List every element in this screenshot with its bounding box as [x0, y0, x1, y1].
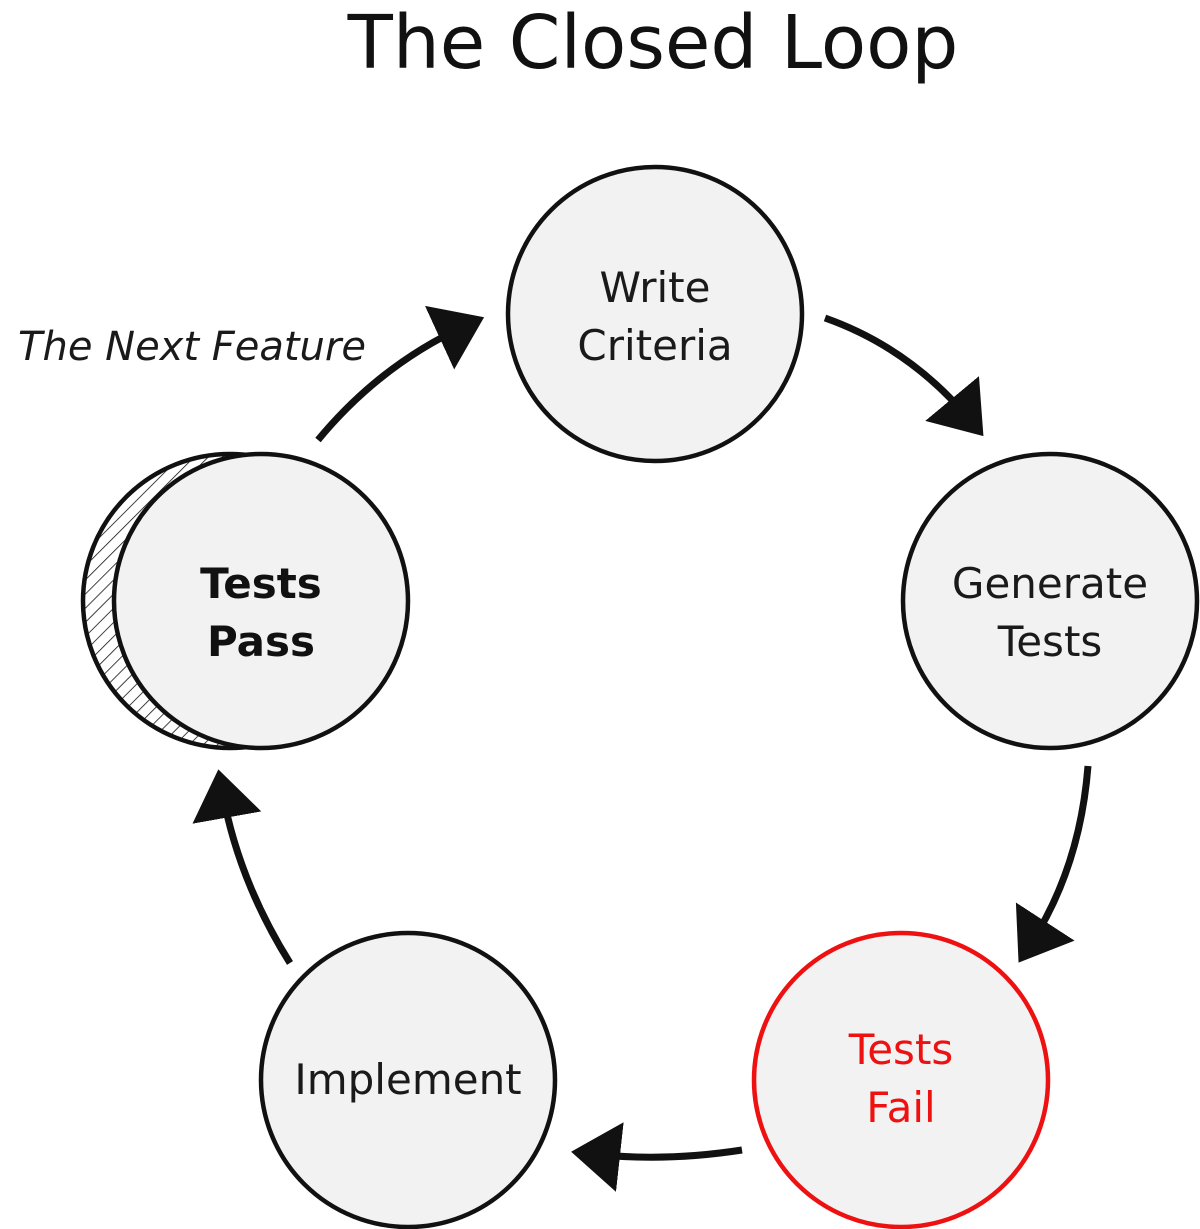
- arrow-next-feature-to-write-criteria: [315, 305, 485, 443]
- node-write-criteria-line2: Criteria: [577, 321, 732, 370]
- node-tests-fail-line2: Fail: [866, 1083, 935, 1132]
- node-tests-fail-line1: Tests: [848, 1025, 954, 1074]
- arrow-implement-to-tests-pass: [192, 769, 293, 965]
- arrow-generate-tests-to-tests-fail: [1015, 765, 1092, 963]
- node-generate-tests-line2: Tests: [997, 617, 1103, 666]
- arrow-tests-fail-to-implement: [571, 1122, 743, 1192]
- node-tests-pass: Tests Pass: [80, 451, 411, 751]
- node-tests-pass-line1: Tests: [200, 559, 322, 608]
- node-write-criteria-line1: Write: [600, 263, 711, 312]
- diagram-title: The Closed Loop: [347, 0, 959, 86]
- arrow-write-criteria-to-generate-tests: [823, 314, 984, 437]
- next-feature-label: The Next Feature: [18, 324, 366, 370]
- node-tests-fail: Tests Fail: [751, 930, 1051, 1229]
- node-implement-line1: Implement: [294, 1055, 521, 1104]
- node-write-criteria: Write Criteria: [505, 164, 805, 464]
- node-generate-tests-line1: Generate: [952, 559, 1148, 608]
- node-generate-tests: Generate Tests: [900, 451, 1200, 751]
- node-implement: Implement: [258, 930, 558, 1229]
- node-tests-pass-line2: Pass: [207, 617, 315, 666]
